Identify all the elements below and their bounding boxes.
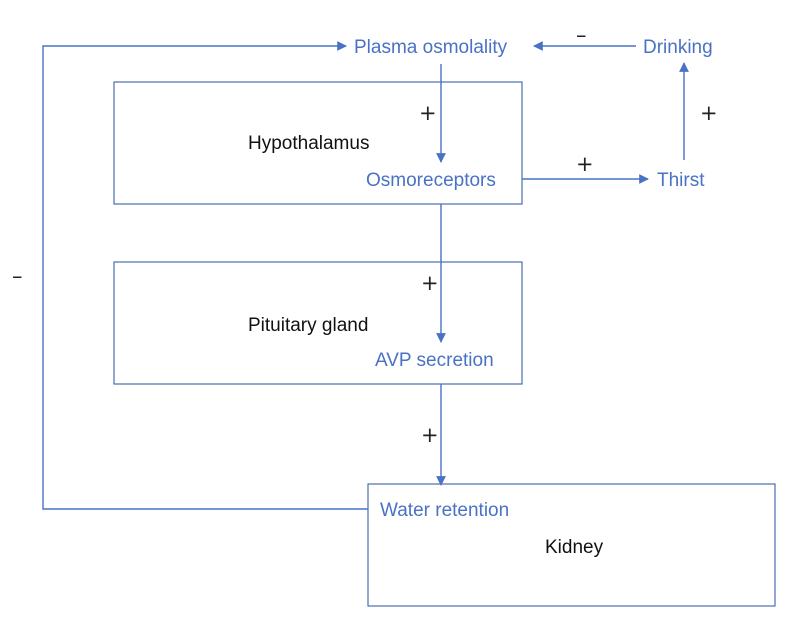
avp-secretion-label: AVP secretion (375, 350, 494, 371)
drinking-label: Drinking (643, 37, 713, 58)
pituitary-box (113, 261, 523, 385)
water-retention-label: Water retention (380, 500, 509, 521)
sign-plasma-to-osmoreceptors: + (419, 101, 437, 125)
thirst-label: Thirst (657, 170, 705, 191)
arrow-water-retention-to-plasma (42, 41, 368, 510)
sign-water-to-plasma: – (12, 264, 23, 288)
sign-drinking-to-plasma: – (576, 23, 587, 47)
hypothalamus-label: Hypothalamus (248, 133, 369, 154)
kidney-label: Kidney (545, 537, 604, 558)
hypothalamus-box (113, 81, 523, 205)
sign-thirst-to-drinking: + (700, 101, 718, 125)
sign-osmoreceptors-to-thirst: + (576, 152, 594, 176)
kidney-box (367, 483, 776, 607)
osmoreceptors-label: Osmoreceptors (366, 170, 496, 191)
pituitary-gland-label: Pituitary gland (248, 315, 368, 336)
sign-osmoreceptors-to-avp: + (421, 271, 439, 295)
plasma-osmolality-label: Plasma osmolality (354, 37, 508, 58)
sign-avp-to-water-retention: + (421, 423, 439, 447)
